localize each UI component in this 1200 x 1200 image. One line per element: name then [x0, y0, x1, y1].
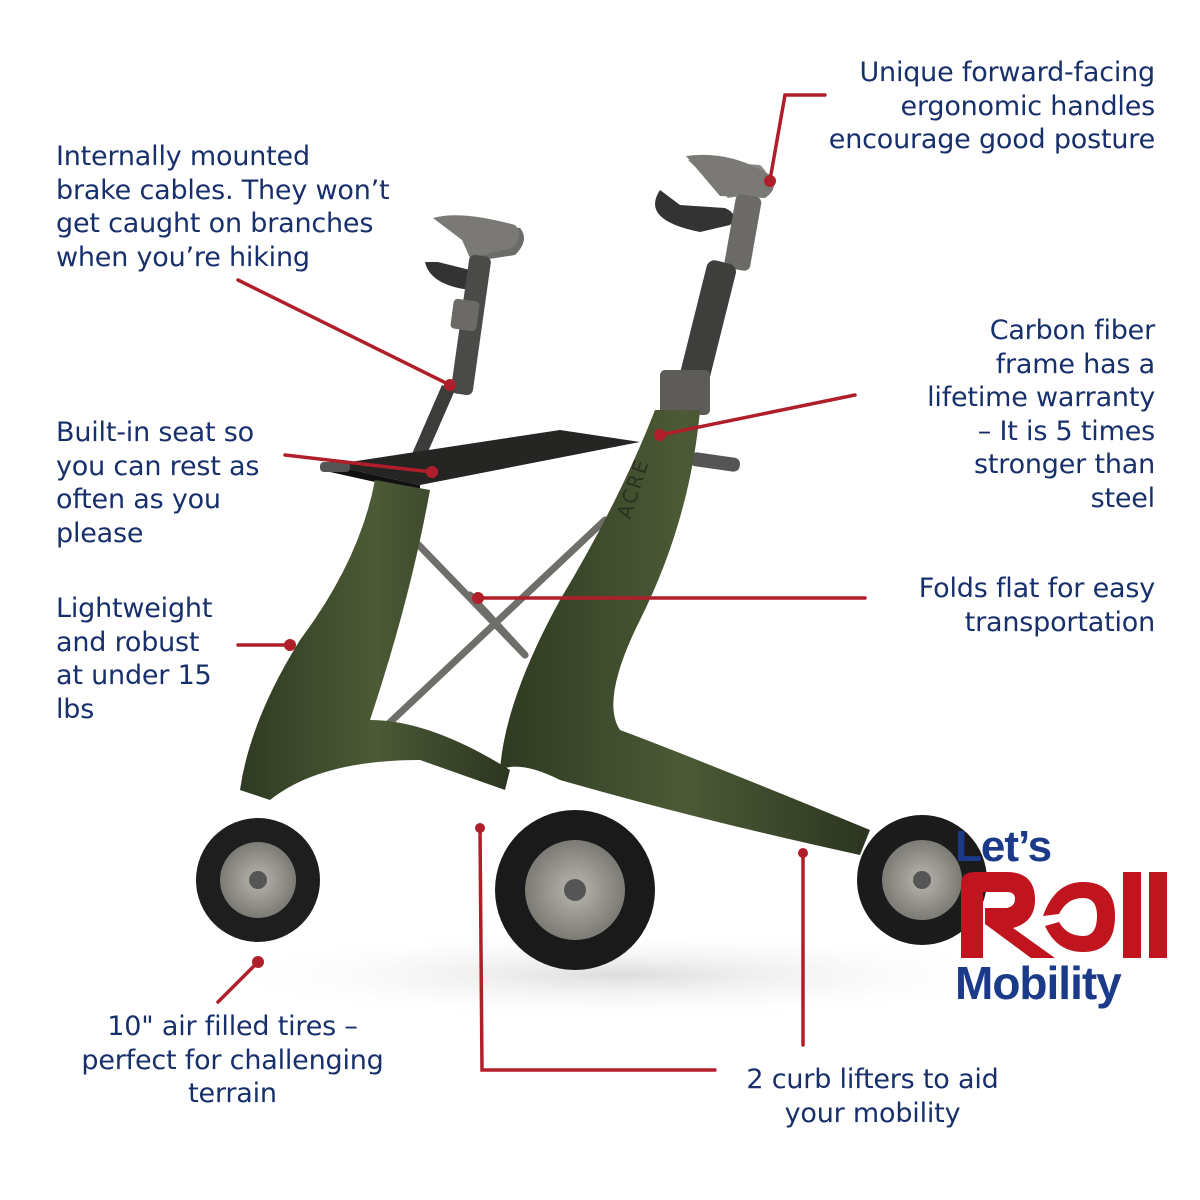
wheel-right: [857, 815, 987, 945]
annotation-line: at under 15: [56, 660, 212, 691]
rear-left-post: [405, 215, 524, 470]
annotation-line: please: [56, 517, 144, 549]
annotation-line: Carbon fiber: [989, 315, 1156, 346]
wheel-rear-left: [196, 818, 320, 942]
annotation-line: encourage good posture: [828, 124, 1155, 155]
annotation-line: when you’re hiking: [56, 241, 310, 273]
floor-shadow: [200, 930, 1040, 1020]
annotation-line: get caught on branches: [56, 208, 374, 239]
annotation-tires: 10" air filled tires – perfect for chall…: [40, 1010, 425, 1111]
annotation-line: 2 curb lifters to aid: [746, 1064, 999, 1095]
annotation-line: Built-in seat so: [56, 417, 254, 448]
wheel-front-left: [495, 810, 655, 970]
leader-handles: [768, 93, 827, 182]
leader-tires: [216, 960, 260, 1004]
annotation-line: often as you: [56, 484, 221, 515]
annotation-line: ergonomic handles: [900, 90, 1156, 122]
annotation-line: stronger than: [974, 449, 1155, 480]
annotation-lightweight: Lightweight and robust at under 15 lbs: [56, 592, 212, 726]
annotation-seat: Built-in seat so you can rest as often a…: [56, 416, 259, 550]
lets-roll-mobility-logo: Let’s Mobility: [955, 822, 1170, 1012]
leader-curb-left: [478, 826, 717, 1072]
annotation-line: Folds flat for easy: [918, 573, 1155, 604]
annotation-line: you can rest as: [56, 450, 260, 482]
leader-carbon-frame: [658, 393, 857, 437]
leader-seat: [283, 453, 434, 474]
leader-lines: [216, 93, 867, 1072]
annotation-folds-flat: Folds flat for easy transportation: [919, 572, 1155, 639]
annotation-line: brake cables. They won’t: [56, 174, 390, 206]
logo-roll-mark: [961, 872, 1167, 958]
annotation-line: – It is 5 times: [977, 415, 1155, 447]
annotation-line: Internally mounted: [56, 141, 310, 172]
annotation-line: lbs: [56, 693, 95, 725]
front-right-post: [655, 154, 774, 415]
logo-lets: Let’s: [955, 822, 1052, 871]
logo-mobility: Mobility: [955, 957, 1122, 1009]
leader-brake-cables: [236, 278, 452, 387]
annotation-brake-cables: Internally mounted brake cables. They wo…: [56, 140, 390, 274]
annotation-line: steel: [1090, 482, 1156, 514]
annotation-line: perfect for challenging: [81, 1044, 384, 1076]
annotation-line: Lightweight: [56, 593, 213, 624]
annotation-line: terrain: [188, 1078, 277, 1109]
annotation-line: transportation: [964, 606, 1155, 638]
annotation-line: 10" air filled tires –: [107, 1011, 358, 1042]
right-carbon-frame: [500, 410, 870, 855]
annotation-curb-lifters: 2 curb lifters to aid your mobility: [715, 1063, 1030, 1130]
leader-dots: [252, 175, 808, 968]
annotation-line: your mobility: [784, 1097, 961, 1129]
annotation-handles: Unique forward-facing ergonomic handles …: [829, 56, 1155, 157]
annotation-line: lifetime warranty: [927, 382, 1155, 413]
annotation-line: and robust: [56, 626, 200, 658]
left-carbon-frame: [240, 480, 510, 800]
annotation-carbon-frame: Carbon fiber frame has a lifetime warran…: [927, 314, 1155, 515]
annotation-line: Unique forward-facing: [859, 57, 1155, 88]
annotation-line: frame has a: [995, 348, 1156, 380]
